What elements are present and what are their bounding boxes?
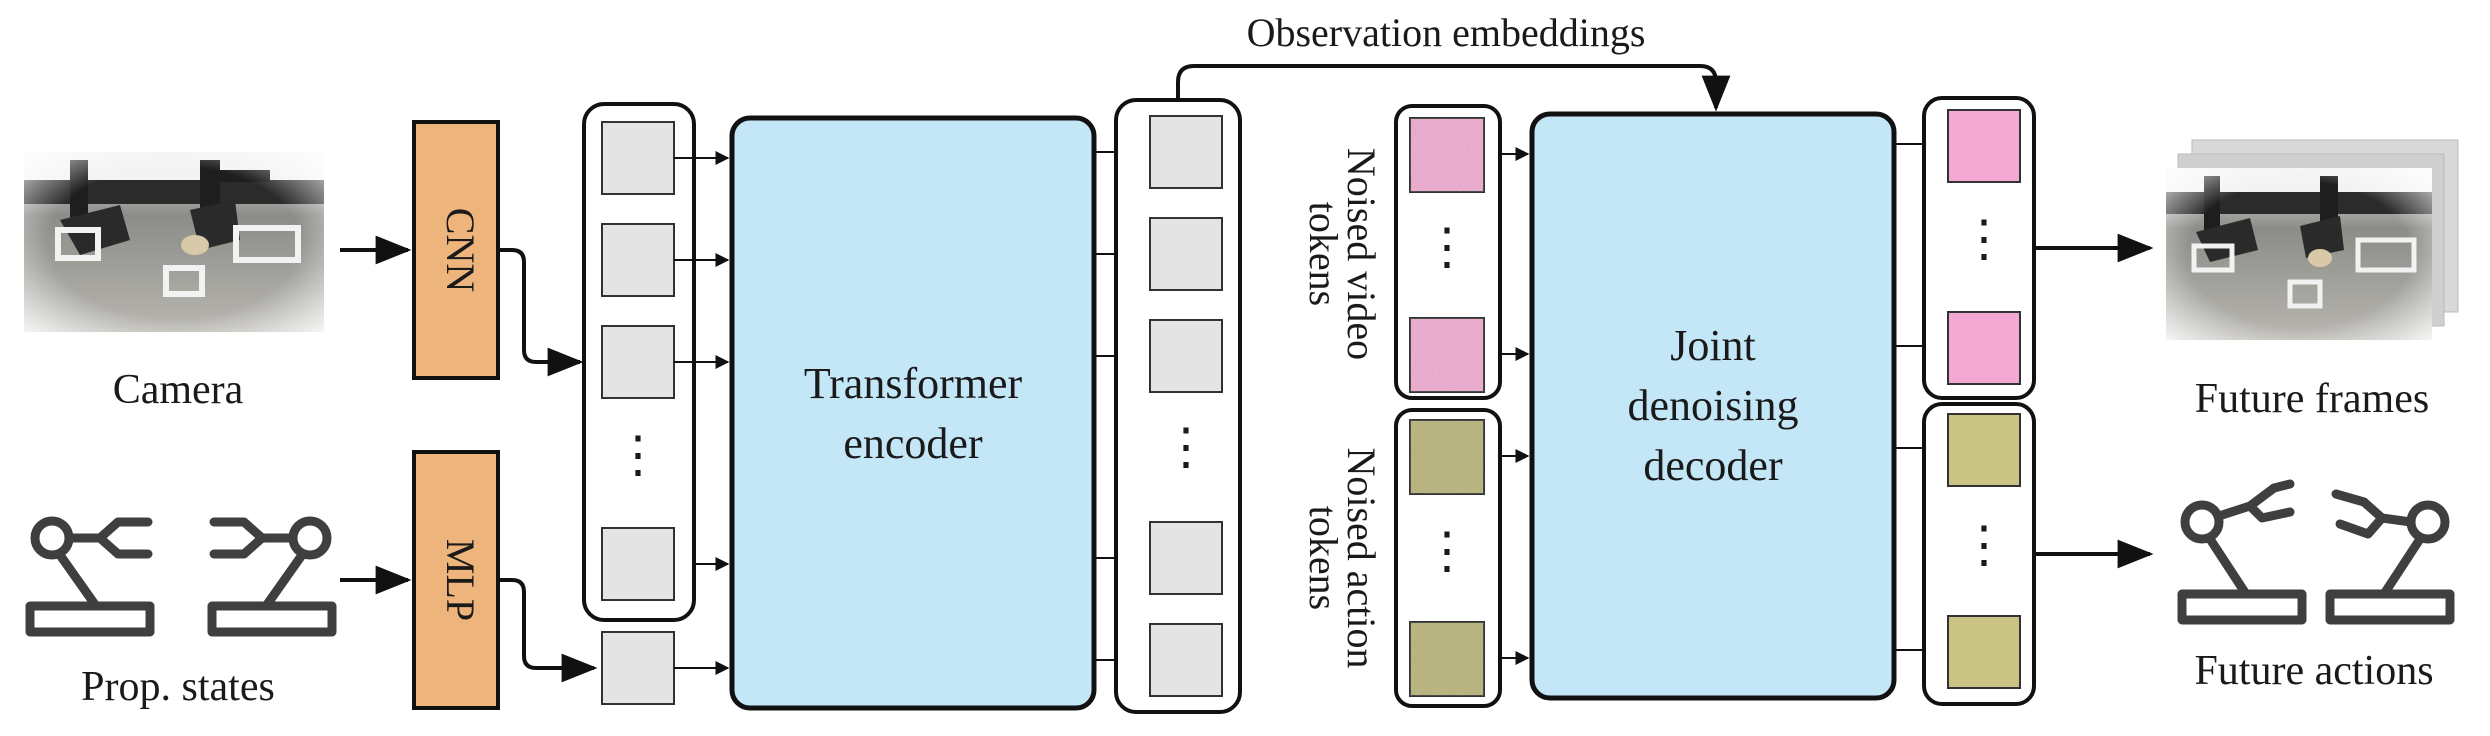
noised-video-token [1409,317,1485,393]
transformer-encoder-label-line1: Transformer [804,359,1023,408]
robot-arm-icon [207,516,337,637]
robot-arm-icon [25,516,155,637]
noised-video-tokens-label-line1: Noised video [1339,148,1384,360]
robot-arm-icon [2177,479,2307,625]
noised-action-tokens-label-line2: tokens [1301,506,1346,610]
noised-video-token [1409,117,1485,193]
joint-denoising-decoder-block: Joint denoising decoder [1529,111,1897,701]
noised-action-tokens-label-line1: Noised action [1339,447,1384,668]
ellipsis: ⋮ [613,426,663,482]
noised-action-token [1409,419,1485,495]
encoder-input-token [601,121,675,195]
noised-action-token [1409,621,1485,697]
output-video-token [1947,109,2021,183]
output-action-token [1947,615,2021,689]
output-action-token [1947,413,2021,487]
mlp-block: MLP [412,450,500,710]
decoder-label-line3: decoder [1643,441,1783,490]
ellipsis: ⋮ [1422,522,1472,578]
output-video-token [1947,311,2021,385]
robot-arm-icon [2325,489,2455,625]
mlp-to-token-arrow [498,578,598,683]
encoder-input-token [601,527,675,601]
observation-embedding-token [1149,217,1223,291]
ellipsis: ⋮ [1161,418,1211,474]
observation-embeddings-label: Observation embeddings [1247,10,1646,55]
decoder-label-line1: Joint [1670,321,1756,370]
transformer-encoder-block: Transformer encoder [729,115,1097,711]
cnn-label: CNN [438,208,483,292]
encoder-input-token [601,223,675,297]
decoder-label-line2: denoising [1627,381,1798,430]
future-frames-photo-stack-icon [2166,139,2459,340]
noised-video-tokens-label: Noised video tokens [1301,148,1384,360]
noised-action-tokens-label: Noised action tokens [1301,447,1384,668]
observation-embedding-token [1149,319,1223,393]
camera-photo-icon [24,152,324,332]
prop-state-token [601,631,675,705]
ellipsis: ⋮ [1959,210,2009,266]
observation-embedding-token [1149,115,1223,189]
future-frames-label: Future frames [2195,376,2429,422]
transformer-encoder-label-line2: encoder [843,419,983,468]
observation-embedding-token [1149,623,1223,697]
noised-video-tokens-label-line2: tokens [1301,202,1346,306]
ellipsis: ⋮ [1422,218,1472,274]
ellipsis: ⋮ [1959,516,2009,572]
observation-embedding-group [1114,98,1242,714]
observation-embedding-token [1149,521,1223,595]
mlp-label: MLP [438,539,483,621]
camera-label: Camera [113,367,244,413]
future-actions-label: Future actions [2194,648,2433,694]
observation-embeddings-arrow [1176,64,1731,112]
encoder-input-token [601,325,675,399]
cnn-to-tokens-arrow [498,248,584,377]
prop-states-label: Prop. states [81,664,275,710]
cnn-block: CNN [412,120,500,380]
